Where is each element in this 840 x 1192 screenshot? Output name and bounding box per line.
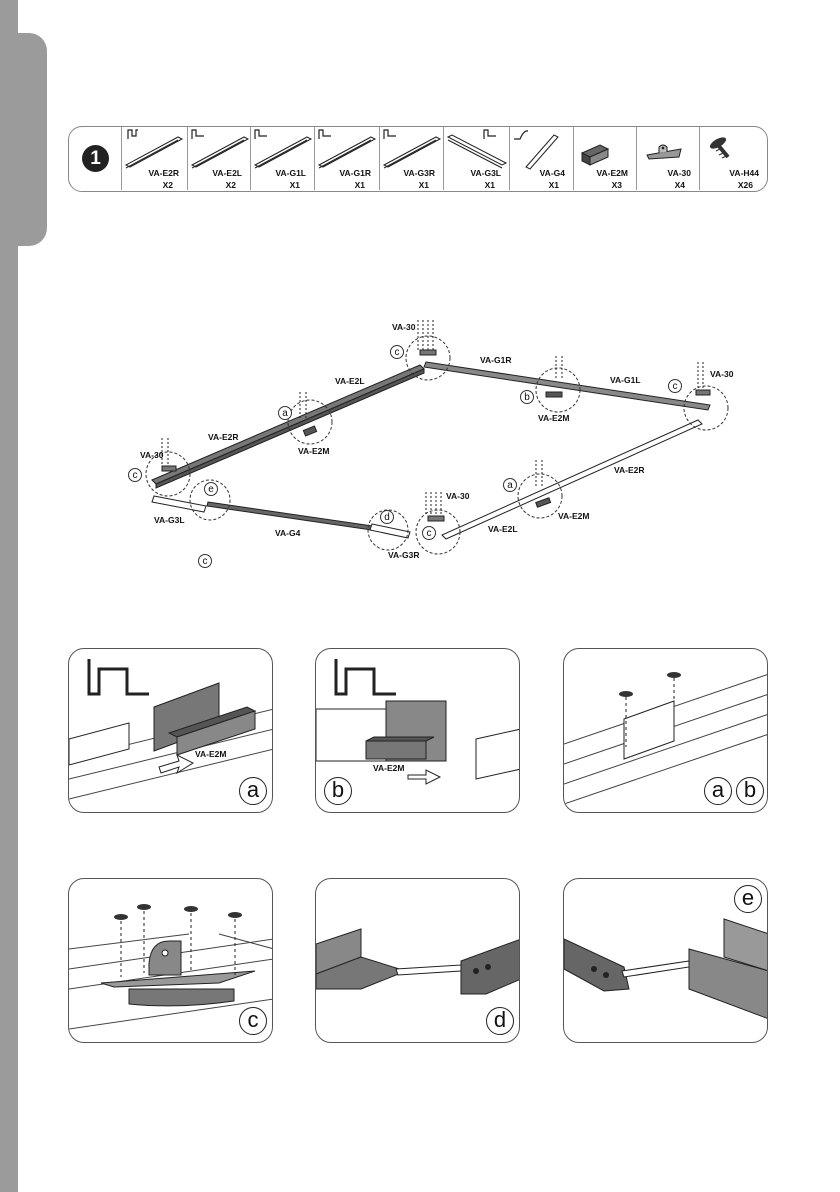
overview-label: VA-G4 xyxy=(275,528,300,538)
detail-part-code: VA-E2M xyxy=(195,749,227,759)
part-qty: X2 xyxy=(226,180,236,190)
overview-label: VA-E2L xyxy=(335,376,365,386)
overview-label: VA-G3R xyxy=(388,550,420,560)
part-item: VA-G1L X1 xyxy=(250,127,314,190)
overview-label: VA-E2R xyxy=(208,432,239,442)
part-qty: X1 xyxy=(290,180,300,190)
detail-part-code: VA-E2M xyxy=(373,763,405,773)
part-item: VA-G3L X1 xyxy=(443,127,509,190)
detail-panel-ab: a b xyxy=(563,648,768,813)
part-item: VA-G4 X1 xyxy=(509,127,573,190)
part-qty: X3 xyxy=(612,180,622,190)
section-tab xyxy=(0,33,47,246)
rail-profile-icon xyxy=(122,127,188,190)
detail-panel-d: d xyxy=(315,878,520,1043)
part-code: VA-H44 xyxy=(729,168,759,178)
callout-marker: a xyxy=(503,478,517,492)
part-qty: X4 xyxy=(675,180,685,190)
corner-bracket-icon xyxy=(637,127,700,190)
callout-marker: a xyxy=(278,406,292,420)
part-qty: X1 xyxy=(419,180,429,190)
detail-panel-e: e xyxy=(563,878,768,1043)
rail-profile-icon xyxy=(444,127,510,190)
rail-profile-icon xyxy=(251,127,315,190)
part-qty: X1 xyxy=(549,180,559,190)
callout-marker: e xyxy=(204,482,218,496)
callout-marker: c xyxy=(198,554,212,568)
part-code: VA-G3L xyxy=(470,168,501,178)
part-code: VA-G4 xyxy=(540,168,565,178)
assembly-overview: VA-30 VA-G1R VA-G1L VA-30 VA-E2L VA-E2M … xyxy=(110,310,750,590)
callout-marker: d xyxy=(380,510,394,524)
detail-label: b xyxy=(736,777,764,805)
part-item: VA-E2R X2 xyxy=(121,127,187,190)
detail-label: a xyxy=(239,777,267,805)
overview-label: VA-E2R xyxy=(614,465,645,475)
part-item: VA-E2L X2 xyxy=(187,127,250,190)
part-item: VA-30 X4 xyxy=(636,127,699,190)
base-frame-drawing xyxy=(110,310,750,590)
callout-marker: c xyxy=(390,345,404,359)
part-code: VA-30 xyxy=(668,168,691,178)
overview-label: VA-30 xyxy=(140,450,163,460)
detail-label: c xyxy=(239,1007,267,1035)
overview-label: VA-30 xyxy=(392,322,415,332)
rail-profile-icon xyxy=(315,127,380,190)
part-qty: X26 xyxy=(738,180,753,190)
part-code: VA-G1R xyxy=(340,168,372,178)
connector-icon xyxy=(574,127,637,190)
part-item: VA-H44 X26 xyxy=(699,127,767,190)
part-qty: X2 xyxy=(163,180,173,190)
detail-panel-b: VA-E2M b xyxy=(315,648,520,813)
rail-profile-icon xyxy=(380,127,444,190)
callout-marker: c xyxy=(422,526,436,540)
gutter-profile-icon xyxy=(510,127,574,190)
overview-label: VA-G3L xyxy=(154,515,185,525)
rail-profile-icon xyxy=(188,127,251,190)
detail-panel-c: c xyxy=(68,878,273,1043)
overview-label: VA-G1R xyxy=(480,355,512,365)
detail-label: d xyxy=(486,1007,514,1035)
part-qty: X1 xyxy=(355,180,365,190)
detail-label: b xyxy=(324,777,352,805)
detail-label: e xyxy=(734,885,762,913)
part-code: VA-E2L xyxy=(212,168,242,178)
overview-label: VA-E2M xyxy=(298,446,330,456)
callout-marker: b xyxy=(520,390,534,404)
detail-panel-a: VA-E2M a xyxy=(68,648,273,813)
part-code: VA-G1L xyxy=(275,168,306,178)
part-qty: X1 xyxy=(485,180,495,190)
overview-label: VA-E2M xyxy=(538,413,570,423)
part-code: VA-E2M xyxy=(597,168,629,178)
parts-list: 1 VA-E2R X2 VA-E2L X2 VA-G1L X1 xyxy=(68,126,768,192)
part-item: VA-G1R X1 xyxy=(314,127,379,190)
overview-label: VA-30 xyxy=(710,369,733,379)
part-code: VA-E2R xyxy=(148,168,179,178)
part-item: VA-G3R X1 xyxy=(379,127,443,190)
screw-icon xyxy=(700,127,768,190)
overview-label: VA-E2L xyxy=(488,524,518,534)
detail-label: a xyxy=(704,777,732,805)
overview-label: VA-E2M xyxy=(558,511,590,521)
callout-marker: c xyxy=(128,468,142,482)
part-item: VA-E2M X3 xyxy=(573,127,636,190)
overview-label: VA-30 xyxy=(446,491,469,501)
part-code: VA-G3R xyxy=(404,168,436,178)
callout-marker: c xyxy=(668,379,682,393)
overview-label: VA-G1L xyxy=(610,375,641,385)
step-number-badge: 1 xyxy=(82,145,109,172)
